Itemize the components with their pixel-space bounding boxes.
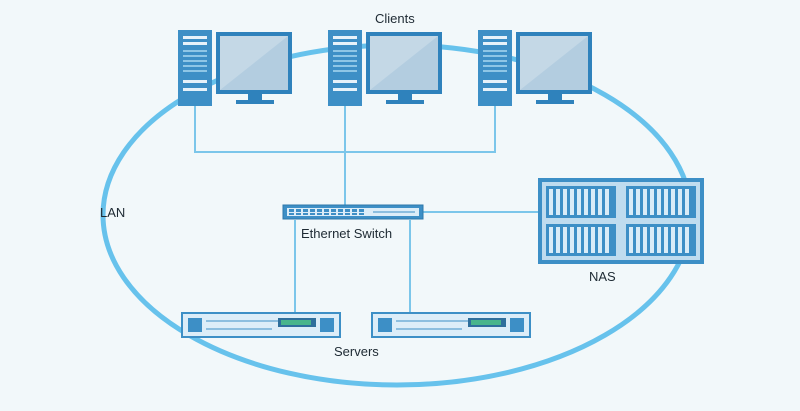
client-computer-1: [178, 30, 292, 106]
clients-label: Clients: [375, 11, 415, 26]
rack-server-icon: [181, 312, 341, 338]
storage-rack-icon: [538, 178, 704, 264]
nas-label: NAS: [589, 269, 616, 284]
client-computer-3: [478, 30, 592, 106]
desktop-computer-icon: [178, 30, 292, 106]
network-cables: [194, 104, 540, 315]
nas-storage: [538, 178, 704, 264]
server-1: [181, 312, 341, 338]
desktop-computer-icon: [478, 30, 592, 106]
server-2: [371, 312, 531, 338]
ethernet-switch: [282, 204, 424, 220]
client-computer-2: [328, 30, 442, 106]
network-switch-icon: [282, 204, 424, 220]
ethernet-switch-label: Ethernet Switch: [301, 226, 393, 241]
servers-label: Servers: [334, 344, 379, 359]
rack-server-icon: [371, 312, 531, 338]
lan-label: LAN: [100, 205, 126, 220]
desktop-computer-icon: [328, 30, 442, 106]
